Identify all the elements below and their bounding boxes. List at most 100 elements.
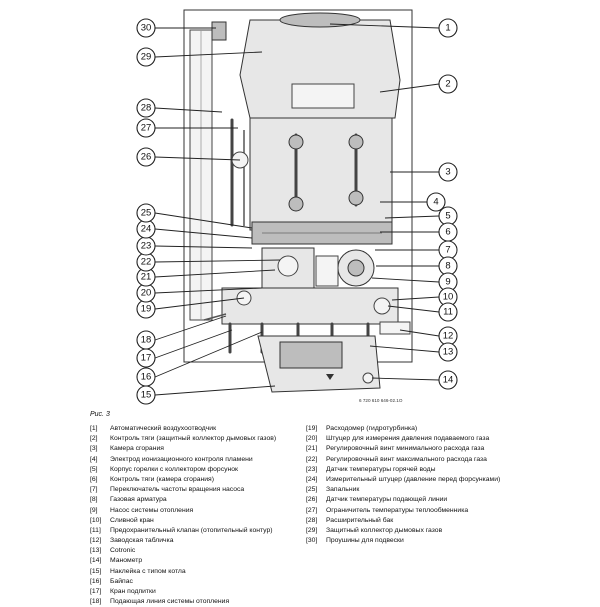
legend-number: [7] xyxy=(90,486,98,494)
leader-line xyxy=(154,269,276,278)
leader-line xyxy=(391,296,440,301)
callout-circle xyxy=(136,18,156,38)
rating-plate xyxy=(379,321,411,335)
legend-number: [12] xyxy=(90,537,102,545)
leader-line xyxy=(154,287,263,294)
leader-line xyxy=(154,297,245,310)
legend-item: [10] Сливной кран xyxy=(90,516,276,526)
manometer xyxy=(362,372,374,384)
legend-text: Cotronic xyxy=(110,547,136,555)
callout-number: 7 xyxy=(445,245,450,256)
legend-number: [14] xyxy=(90,557,102,565)
legend-text: Контроль тяги (защитный коллектор дымовы… xyxy=(110,435,277,443)
hanging-lug xyxy=(211,21,227,41)
legend-number: [6] xyxy=(90,475,98,483)
leader-line xyxy=(371,277,440,283)
legend-number: [27] xyxy=(306,506,318,514)
legend-column-right: [19]Расходомер (гидротурбинка)[20]Штуцер… xyxy=(306,424,500,546)
callout-number: 30 xyxy=(141,23,152,34)
callout-number: 1 xyxy=(445,23,450,34)
leader-line xyxy=(329,23,440,29)
legend-text: Регулировочный винт минимального расхода… xyxy=(326,445,485,453)
legend-item: [17]Кран подпитки xyxy=(90,587,276,597)
legend-number: [2] xyxy=(90,435,98,443)
hydraulic-block xyxy=(221,287,399,325)
legend-number: [22] xyxy=(306,455,318,463)
callout-number: 28 xyxy=(141,103,152,114)
legend-item: [19] Расходомер (гидротурбинка) xyxy=(306,424,500,434)
callout-number: 13 xyxy=(443,347,454,358)
legend-item: [4] Электрод ионизационного контроля плам… xyxy=(90,455,276,465)
callout-circle xyxy=(438,302,458,322)
legend-number: [19] xyxy=(306,425,318,432)
leader-line xyxy=(154,259,281,263)
tube-end xyxy=(288,134,304,150)
legend-text: Электрод ионизационного контроля пламени xyxy=(110,455,253,463)
figure-caption: Рис. 3 xyxy=(90,411,110,418)
legend-item: [22] Регулировочный винт максимального ра… xyxy=(306,455,500,465)
callout-number: 8 xyxy=(445,261,450,272)
legend-number: [4] xyxy=(90,455,98,463)
legend-item: [6]Контроль тяги (камера сгорания) xyxy=(90,475,276,485)
leader-line xyxy=(154,107,223,113)
legend-item: [23]Датчик температуры горячей воды xyxy=(306,465,500,475)
legend-text: Переключатель частоты вращения насоса xyxy=(110,486,245,494)
leader-line xyxy=(154,228,253,239)
legend-item: [30]Проушины для подвески xyxy=(306,536,500,546)
callout-number: 4 xyxy=(433,197,438,208)
callout-circle xyxy=(438,18,458,38)
callout-number: 6 xyxy=(445,227,450,238)
callout-number: 22 xyxy=(141,257,152,268)
tube-end xyxy=(288,196,304,212)
legend-item: [1]Автоматический воздухоотводчик xyxy=(90,424,276,434)
legend-text: Защитный коллектор дымовых газов xyxy=(326,526,443,534)
legend-item: [21]Регулировочный винт минимального рас… xyxy=(306,444,500,454)
legend-item: [27]Ограничитель температуры теплообменн… xyxy=(306,506,500,516)
callout-number: 16 xyxy=(141,372,152,383)
legend-item: [15]Наклейка с типом котла xyxy=(90,567,276,577)
legend-number: [26] xyxy=(306,496,318,504)
callout-number: 5 xyxy=(445,211,450,222)
legend-text: Датчик температуры подающей линии xyxy=(326,496,448,504)
legend-text: Расходомер (гидротурбинка) xyxy=(326,425,418,432)
legend-number: [29] xyxy=(306,526,318,534)
legend-number: [3] xyxy=(90,445,98,453)
callout-layer: 1234567891011121314151617181920212223242… xyxy=(136,18,458,405)
leader-line xyxy=(154,315,227,341)
leader-line xyxy=(399,329,440,337)
legend-text: Регулировочный винт максимального расход… xyxy=(326,455,487,463)
legend-item: [28]Расширительный бак xyxy=(306,516,500,526)
legend-number: [5] xyxy=(90,465,98,473)
legend-text: Проушины для подвески xyxy=(326,537,404,545)
legend-text: Газовая арматура xyxy=(110,496,167,504)
callout-number: 15 xyxy=(141,390,152,401)
legend-number: [23] xyxy=(306,465,318,473)
legend-text: Сливной кран xyxy=(110,516,154,524)
legend-text: Кран подпитки xyxy=(110,588,156,595)
legend-item: [29] Защитный коллектор дымовых газов xyxy=(306,526,500,536)
callout-circle xyxy=(136,203,156,223)
pump-center xyxy=(347,259,365,277)
callout-circle xyxy=(136,98,156,118)
legend-text: Байпас xyxy=(110,577,133,585)
legend-item: [3]Камера сгорания xyxy=(90,444,276,454)
callout-number: 29 xyxy=(141,52,152,63)
callout-number: 12 xyxy=(443,331,454,342)
callout-number: 20 xyxy=(141,288,152,299)
legend-text: Наклейка с типом котла xyxy=(110,567,186,575)
callout-number: 26 xyxy=(141,152,152,163)
legend-number: [20] xyxy=(306,435,318,443)
callout-circle xyxy=(438,342,458,362)
legend-item: [26] Датчик температуры подающей линии xyxy=(306,495,500,505)
legend-item: [8]Газовая арматура xyxy=(90,495,276,505)
pump-switch xyxy=(315,255,339,287)
legend-item: [2] Контроль тяги (защитный коллектор дым… xyxy=(90,434,276,444)
callout-number: 25 xyxy=(141,208,152,219)
leader-line xyxy=(154,51,263,58)
tube-end xyxy=(348,190,364,206)
legend-text: Подающая линия системы отопления xyxy=(110,598,230,606)
legend-item: [16]Байпас xyxy=(90,577,276,587)
tube-end xyxy=(348,134,364,150)
legend-number: [10] xyxy=(90,516,102,524)
leader-line xyxy=(154,329,233,359)
